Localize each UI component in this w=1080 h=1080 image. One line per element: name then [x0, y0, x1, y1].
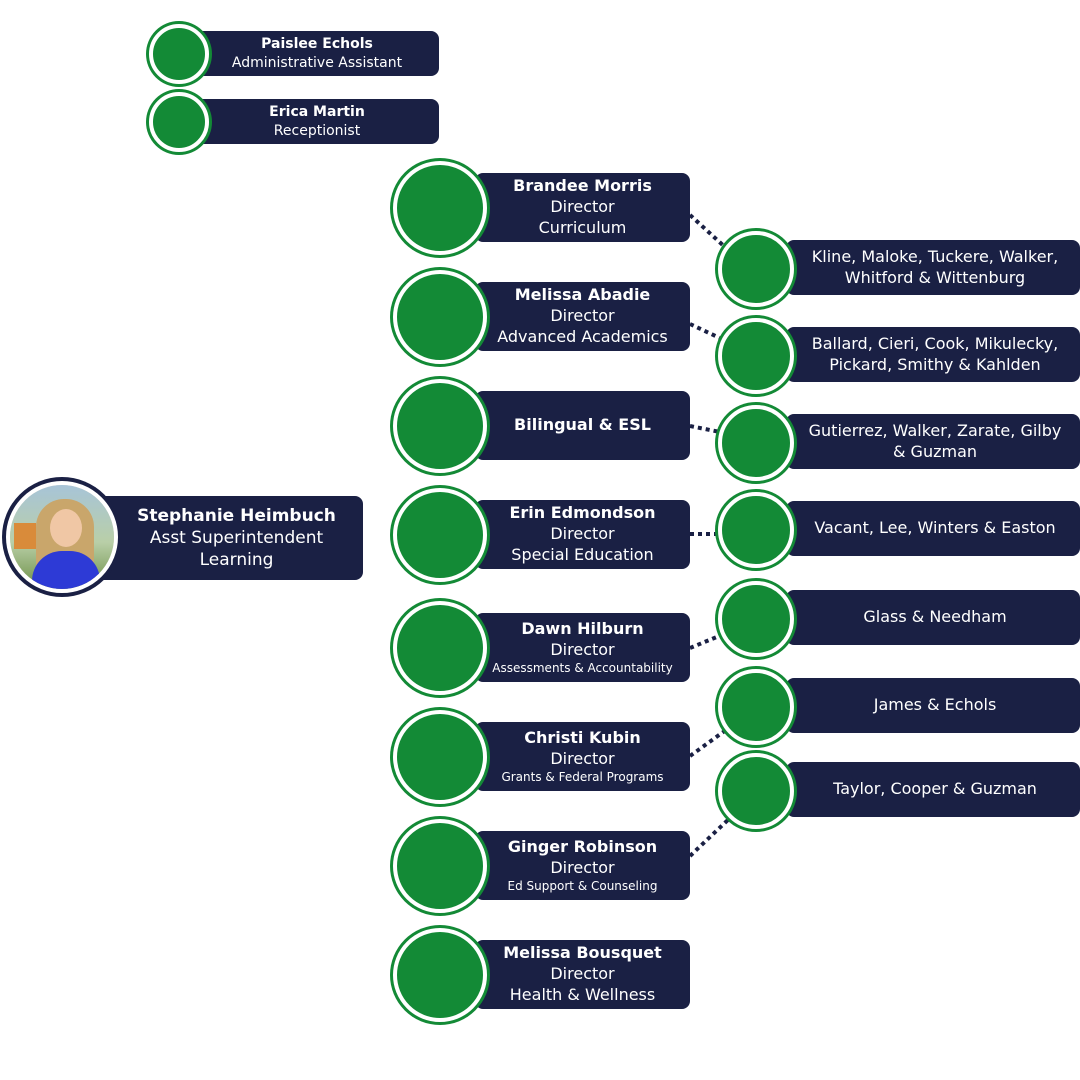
director-department: Ed Support & Counseling [507, 878, 658, 893]
leader-department: Learning [199, 550, 274, 571]
director-name: Dawn Hilburn [521, 618, 644, 638]
leader-title: Asst Superintendent [149, 527, 324, 548]
director-title: Director [550, 639, 615, 659]
director-department: Assessments & Accountability [492, 660, 673, 675]
director-title: Director [550, 306, 615, 326]
director-department: Advanced Academics [497, 326, 668, 346]
person-circle-icon [149, 92, 209, 152]
team-members: James & Echols [873, 695, 997, 715]
person-circle-icon [718, 669, 794, 745]
person-circle-icon [393, 161, 487, 255]
director-department: Health & Wellness [509, 984, 656, 1004]
director-name: Bilingual & ESL [514, 415, 651, 435]
connector-curriculum [688, 213, 728, 250]
person-circle-icon [393, 710, 487, 804]
director-title: Director [550, 524, 615, 544]
staff-title: Receptionist [273, 122, 361, 139]
team-members: Taylor, Cooper & Guzman [833, 779, 1037, 799]
team-members: Vacant, Lee, Winters & Easton [814, 518, 1056, 538]
leader-name: Stephanie Heimbuch [137, 505, 336, 526]
connector-bilingual [689, 424, 721, 434]
director-name: Ginger Robinson [507, 836, 658, 856]
leader-photo-avatar [6, 481, 118, 593]
director-department: Grants & Federal Programs [501, 769, 664, 784]
person-circle-icon [393, 819, 487, 913]
team-members: Gutierrez, Walker, Zarate, Gilby & Guzma… [808, 420, 1062, 461]
director-title: Director [550, 964, 615, 984]
director-department: Curriculum [538, 217, 627, 237]
staff-name: Paislee Echols [261, 36, 373, 53]
director-name: Melissa Abadie [514, 285, 651, 305]
connector-advanced-academics [689, 322, 725, 342]
connector-assessments [689, 632, 725, 650]
person-circle-icon [718, 581, 794, 657]
person-circle-icon [718, 753, 794, 829]
director-department: Special Education [511, 544, 654, 564]
team-members: Kline, Maloke, Tuckere, Walker, Whitford… [811, 246, 1059, 287]
director-title: Director [550, 748, 615, 768]
director-title: Director [550, 857, 615, 877]
team-members: Glass & Needham [863, 607, 1007, 627]
team-members: Ballard, Cieri, Cook, Mikulecky, Pickard… [811, 333, 1059, 374]
staff-title: Administrative Assistant [231, 54, 403, 71]
connector-grants [688, 728, 728, 758]
director-title: Director [550, 197, 615, 217]
person-circle-icon [393, 270, 487, 364]
director-name: Christi Kubin [524, 727, 641, 747]
person-circle-icon [718, 492, 794, 568]
director-name: Brandee Morris [513, 176, 652, 196]
person-circle-icon [718, 231, 794, 307]
person-circle-icon [393, 488, 487, 582]
connector-ed-support [688, 814, 734, 858]
person-circle-icon [718, 405, 794, 481]
person-circle-icon [149, 24, 209, 84]
person-circle-icon [393, 601, 487, 695]
person-circle-icon [393, 379, 487, 473]
person-circle-icon [393, 928, 487, 1022]
director-name: Melissa Bousquet [503, 943, 662, 963]
staff-name: Erica Martin [269, 104, 365, 121]
person-circle-icon [718, 318, 794, 394]
director-name: Erin Edmondson [509, 503, 656, 523]
